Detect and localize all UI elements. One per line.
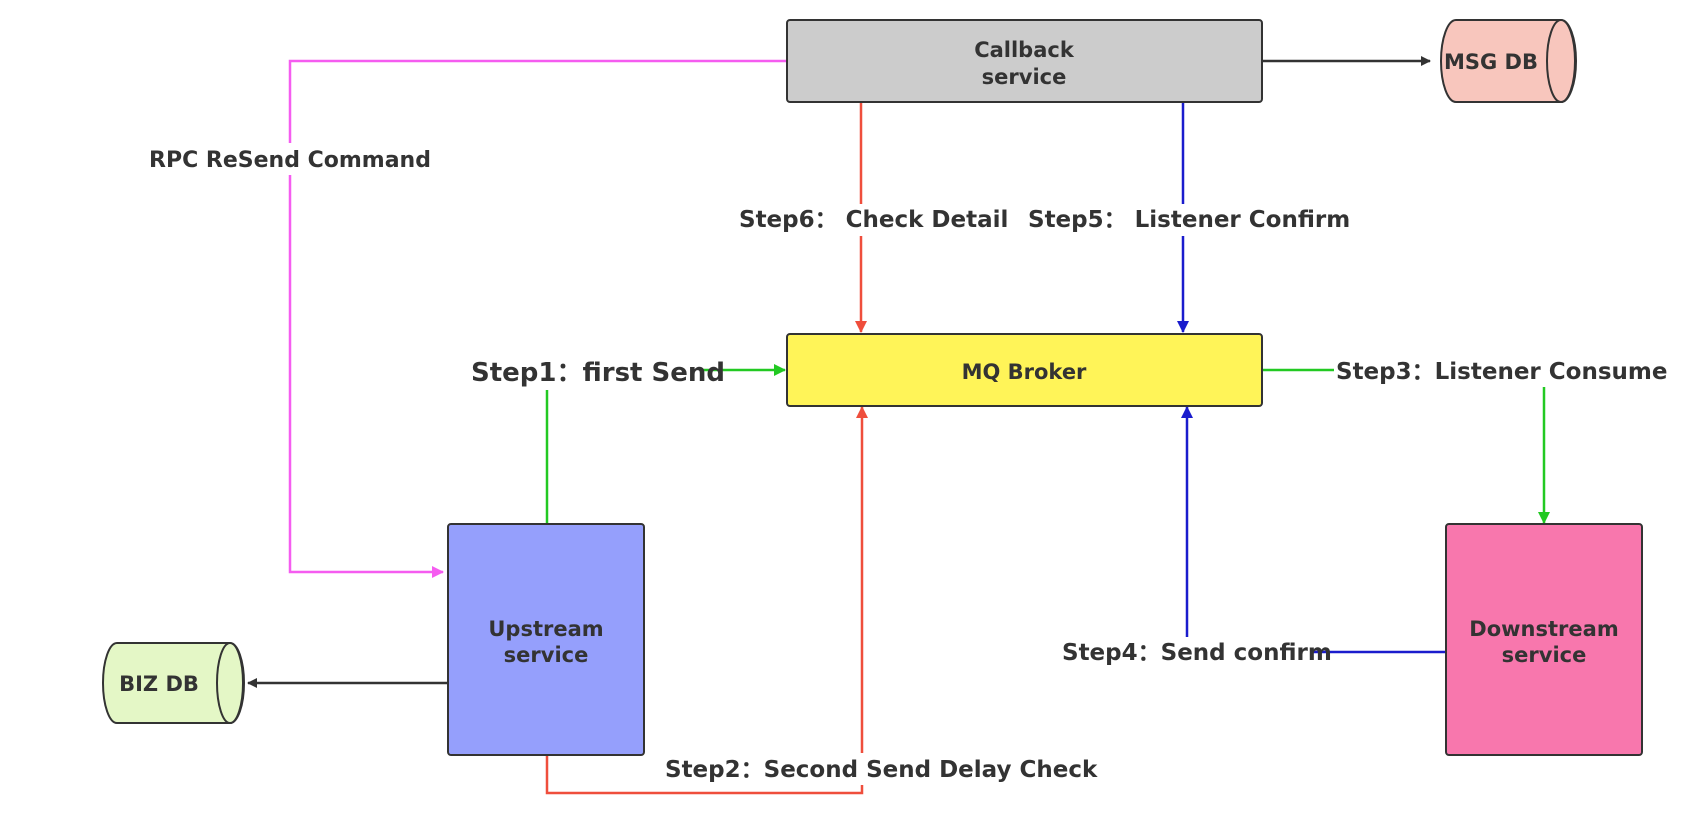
upstream-service-node[interactable]: Upstream service xyxy=(447,523,645,756)
downstream-service-label-line1: Downstream xyxy=(1469,617,1618,641)
biz-db-node[interactable]: BIZ DB xyxy=(102,642,245,724)
downstream-service-label-line2: service xyxy=(1502,643,1587,667)
step3-label: Step3：Listener Consume xyxy=(1336,359,1667,385)
callback-service-label-line2: service xyxy=(982,65,1067,89)
rpc-resend-label: RPC ReSend Command xyxy=(149,148,431,173)
downstream-service-box xyxy=(1445,523,1643,756)
mq-broker-box xyxy=(786,333,1263,407)
step4-label: Step4：Send confirm xyxy=(1062,640,1332,666)
callback-service-node[interactable]: Callback service xyxy=(786,19,1263,103)
step5-label-bg xyxy=(1025,204,1343,236)
msg-db-label: MSG DB xyxy=(1444,50,1538,74)
rpc-resend-edge xyxy=(288,59,787,578)
upstream-service-label-line2: service xyxy=(504,643,589,667)
biz-db-label: BIZ DB xyxy=(119,672,199,696)
step2-label: Step2：Second Send Delay Check xyxy=(665,757,1098,783)
step2-edge xyxy=(545,406,868,795)
downstream-service-node[interactable]: Downstream service xyxy=(1445,523,1643,756)
step1-label-bg xyxy=(468,354,700,390)
msg-db-node[interactable]: MSG DB xyxy=(1440,19,1577,103)
step1-edge xyxy=(545,364,786,524)
step5-label: Step5： Listener Confirm xyxy=(1028,207,1350,233)
upstream-service-box xyxy=(447,523,645,756)
step6-label-bg xyxy=(735,204,985,236)
mq-broker-node[interactable]: MQ Broker xyxy=(786,333,1263,407)
biz-db-cylinder-cap xyxy=(216,642,244,724)
step2-label-bg xyxy=(662,753,1060,785)
upstream-service-label-line1: Upstream xyxy=(488,617,603,641)
step3-label-bg xyxy=(1334,355,1636,387)
step3-edge xyxy=(1262,368,1550,524)
step6-label: Step6： Check Detail xyxy=(739,207,1008,233)
step1-label: Step1：first Send xyxy=(471,358,725,388)
callback-service-box xyxy=(786,19,1263,103)
callback-service-label-line1: Callback xyxy=(974,38,1075,62)
rpc-label-bg xyxy=(152,143,428,175)
mq-broker-label: MQ Broker xyxy=(962,360,1087,384)
step4-label-bg xyxy=(1059,637,1311,669)
step4-edge xyxy=(1181,406,1446,654)
msg-db-cylinder-cap xyxy=(1546,19,1576,103)
